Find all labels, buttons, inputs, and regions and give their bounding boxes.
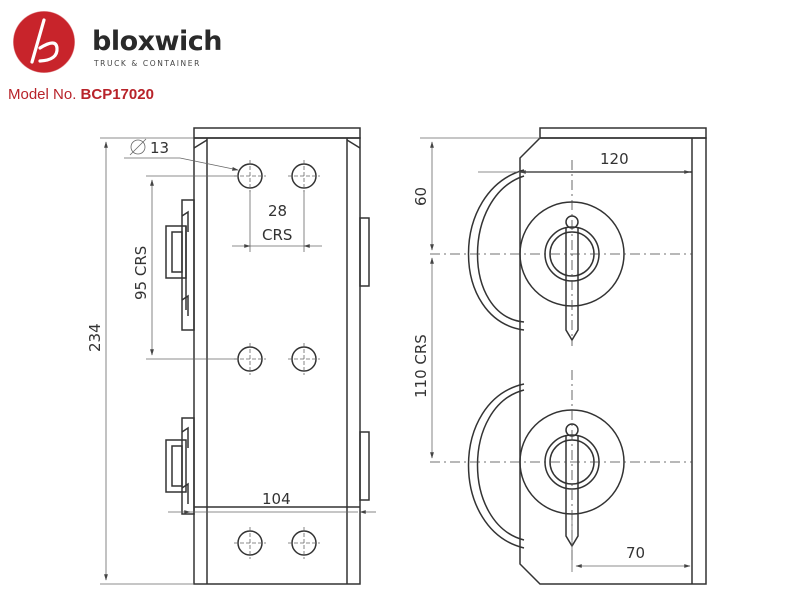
dim-overall-height-value: 234 <box>86 323 104 352</box>
side-pin-assembly-lower <box>430 370 692 560</box>
dim-hole-diameter-value: 13 <box>150 139 169 157</box>
side-pin-assembly-upper <box>430 160 692 346</box>
dim-side-width-value: 120 <box>600 150 629 168</box>
dim-vertical-crs: 95 CRS <box>132 175 238 360</box>
dim-side-top-offset-value: 60 <box>412 187 430 206</box>
front-right-tab-upper <box>359 217 370 287</box>
side-roller-upper <box>467 169 525 331</box>
dim-plate-width: 104 <box>168 490 376 514</box>
hole <box>288 160 320 192</box>
model-number-line: Model No. BCP17020 <box>8 86 154 103</box>
hole <box>288 527 320 559</box>
hole <box>234 343 266 375</box>
dim-hole-spacing-value: 28 <box>268 202 287 220</box>
dim-side-crs: 110 CRS <box>412 257 434 459</box>
model-number: BCP17020 <box>80 86 154 103</box>
brand-name: bloxwich <box>92 26 222 57</box>
front-top-cap <box>193 127 361 139</box>
dim-hole-spacing-suffix: CRS <box>262 226 292 244</box>
dim-overall-height: 234 <box>86 137 194 585</box>
dim-side-top-offset: 60 <box>412 137 540 251</box>
model-label: Model No. <box>8 86 77 103</box>
dim-hole-spacing: 28 CRS <box>232 190 322 252</box>
side-roller-lower <box>467 383 525 549</box>
front-left-latch-upper <box>165 199 195 331</box>
dim-vertical-crs-value: 95 CRS <box>132 246 150 300</box>
dim-side-width: 120 <box>478 150 691 174</box>
hole <box>234 160 266 192</box>
hole <box>288 343 320 375</box>
dim-plate-width-value: 104 <box>262 490 291 508</box>
front-view: 13 28 CRS 95 CRS 234 <box>86 127 376 585</box>
brand-logo: bloxwich TRUCK & CONTAINER <box>10 8 240 80</box>
front-holes <box>234 160 320 559</box>
front-left-latch-lower <box>165 417 195 515</box>
hole <box>234 527 266 559</box>
dim-side-bottom-offset: 70 <box>571 520 691 572</box>
dim-side-crs-value: 110 CRS <box>412 334 430 398</box>
dim-hole-diameter: 13 <box>124 138 239 171</box>
front-plate <box>193 137 361 585</box>
side-view: 120 60 110 CRS 70 <box>412 127 707 585</box>
dim-side-bottom-offset-value: 70 <box>626 544 645 562</box>
side-body <box>519 137 707 585</box>
brand-tagline: TRUCK & CONTAINER <box>94 59 201 68</box>
side-top-cap <box>539 127 707 139</box>
front-right-tab-lower <box>359 431 370 501</box>
b-swoosh-logo-icon <box>12 10 76 74</box>
